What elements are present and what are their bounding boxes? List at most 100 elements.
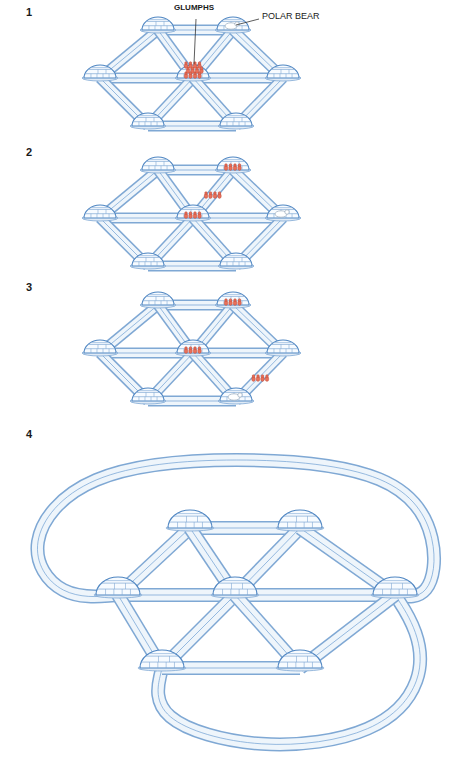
- igloo-brick: [148, 26, 149, 30]
- igloo: [130, 388, 166, 404]
- igloo-cap: [273, 207, 292, 208]
- igloo-brick: [167, 301, 168, 305]
- igloo-dome: [140, 650, 184, 668]
- leader-line: [236, 19, 259, 25]
- igloo-brick: [154, 392, 155, 396]
- igloo-cap: [222, 580, 248, 581]
- igloo-brick: [155, 296, 156, 300]
- igloo-brick: [133, 396, 163, 397]
- gluumph-group: [224, 299, 241, 306]
- igloo-cap: [223, 19, 242, 20]
- igloo-brick: [279, 74, 280, 78]
- igloo-brick: [138, 262, 139, 266]
- igloo-brick: [378, 583, 411, 584]
- igloo-cap: [223, 294, 242, 295]
- tunnel: [193, 305, 233, 353]
- gluumph-head: [238, 299, 241, 302]
- igloo-brick: [374, 589, 416, 590]
- igloo-brick: [138, 122, 139, 126]
- igloo-dome: [96, 577, 140, 595]
- polar-bear: [228, 393, 242, 400]
- igloo-brick: [144, 122, 145, 126]
- gluumph-head: [205, 192, 208, 195]
- tunnel-line: [158, 30, 193, 78]
- igloo-brick: [105, 589, 106, 595]
- igloo-brick: [164, 296, 165, 300]
- igloo-brick: [289, 344, 290, 348]
- igloo-brick: [245, 122, 246, 126]
- gluumph-group: [184, 212, 201, 219]
- igloo-dome: [168, 510, 212, 528]
- igloo-brick: [226, 262, 227, 266]
- igloo-brick: [166, 662, 167, 668]
- igloo-dome: [213, 577, 257, 595]
- igloo-brick: [295, 662, 296, 668]
- igloo-brick: [304, 662, 305, 668]
- igloo-brick: [97, 69, 98, 73]
- igloo-brick: [136, 392, 160, 393]
- igloo-brick: [286, 74, 287, 78]
- igloo-dome: [84, 205, 116, 218]
- igloo: [82, 205, 118, 221]
- igloo-brick: [221, 121, 251, 122]
- igloo-brick: [242, 257, 243, 261]
- igloo-cap: [90, 207, 109, 208]
- igloo-brick: [273, 74, 274, 78]
- igloo-brick: [178, 348, 208, 349]
- gluumph-head: [229, 164, 232, 167]
- igloo-dome: [132, 113, 164, 126]
- igloo-cap: [149, 653, 175, 654]
- igloo-brick: [230, 589, 231, 595]
- igloo-brick: [169, 522, 211, 523]
- igloo-brick: [279, 662, 321, 663]
- igloo-dome: [278, 510, 322, 528]
- tunnel-line: [193, 30, 233, 78]
- igloo: [82, 340, 118, 356]
- igloo-brick: [312, 522, 313, 528]
- gluumph-group: [252, 375, 269, 382]
- igloo-dome: [132, 388, 164, 401]
- igloo-brick: [223, 26, 224, 30]
- gluumph-group: [184, 62, 203, 79]
- igloo-cap: [148, 19, 167, 20]
- igloo-dome: [220, 113, 252, 126]
- igloo-network: [37, 460, 434, 744]
- igloo-brick: [113, 589, 114, 595]
- igloo-dome: [142, 157, 174, 170]
- igloo-brick: [146, 21, 170, 22]
- igloo-brick: [226, 122, 227, 126]
- igloo-brick: [109, 74, 110, 78]
- igloo-brick: [222, 589, 223, 595]
- igloo-brick: [242, 26, 243, 30]
- igloo-brick: [85, 73, 115, 74]
- igloo-cap: [226, 255, 245, 256]
- gluumph-head: [194, 347, 197, 350]
- igloo-dome: [267, 205, 299, 218]
- igloo-brick: [154, 301, 155, 305]
- gluumph-head: [198, 62, 201, 65]
- igloo-brick: [151, 122, 152, 126]
- igloo-brick: [161, 26, 162, 30]
- igloo-brick: [103, 74, 104, 78]
- igloo-brick: [239, 122, 240, 126]
- igloo: [130, 113, 166, 129]
- gluumph-group: [184, 347, 201, 354]
- igloo-brick: [155, 161, 156, 165]
- igloo-brick: [143, 165, 173, 166]
- gluumph-head: [261, 375, 264, 378]
- igloo-brick: [146, 161, 170, 162]
- igloo-brick: [164, 161, 165, 165]
- igloo-brick: [145, 117, 146, 121]
- igloo-brick: [218, 583, 251, 584]
- igloo-network: [82, 157, 301, 269]
- tunnel: [158, 30, 193, 78]
- igloo-brick: [177, 522, 178, 528]
- igloo-brick: [151, 262, 152, 266]
- igloo-brick: [155, 21, 156, 25]
- igloo-brick: [247, 589, 248, 595]
- igloo-dome: [132, 253, 164, 266]
- gluumph-head: [234, 164, 237, 167]
- igloo-dome: [373, 577, 417, 595]
- igloo-cap: [177, 513, 203, 514]
- igloo-brick: [173, 516, 206, 517]
